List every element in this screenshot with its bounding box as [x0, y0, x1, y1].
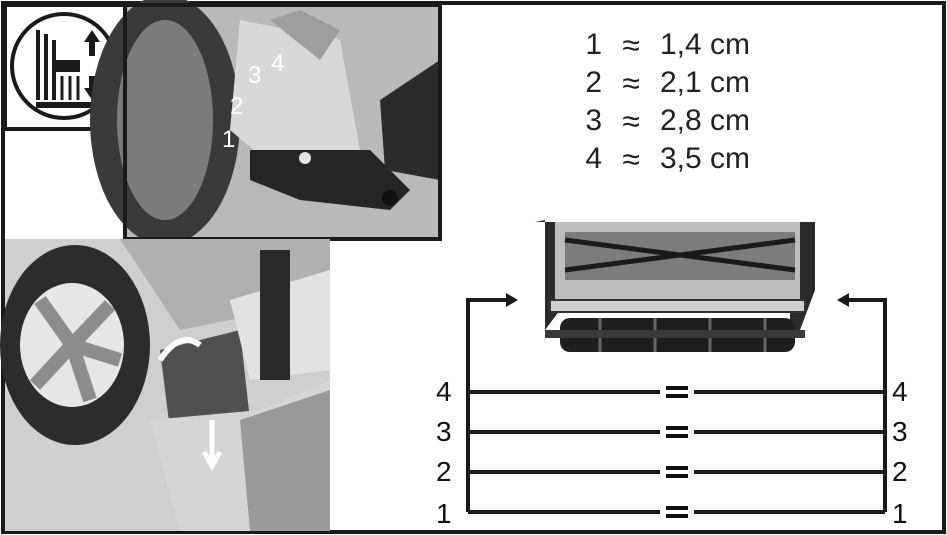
- mower-front-drawing: [535, 220, 815, 352]
- scale-left-label: 3: [436, 416, 452, 447]
- legend-value: 1,4 cm: [660, 28, 751, 61]
- approx-symbol: ≈: [622, 65, 640, 101]
- legend-level: 4: [585, 142, 602, 175]
- legend-value: 3,5 cm: [660, 142, 751, 175]
- scale-right-label: 1: [892, 498, 908, 529]
- scale-left-label: 2: [436, 456, 452, 487]
- right-bracket: [843, 298, 887, 512]
- photo-label-1: 1: [222, 126, 236, 153]
- photo-label-2: 2: [230, 93, 244, 120]
- legend-value: 2,1 cm: [660, 66, 751, 99]
- equals-icon: [666, 386, 688, 398]
- scale-right-label: 2: [892, 456, 908, 487]
- legend-row: 2 ≈ 2,1 cm: [572, 64, 812, 102]
- wheel-closeup-photo: [90, 0, 442, 245]
- left-bracket: [466, 298, 512, 512]
- equals-icon: [666, 426, 688, 438]
- approx-symbol: ≈: [622, 103, 640, 139]
- approx-symbol: ≈: [622, 141, 640, 177]
- legend-value: 2,8 cm: [660, 104, 751, 137]
- legend-row: 4 ≈ 3,5 cm: [572, 140, 812, 178]
- equals-icon: [666, 466, 688, 478]
- scale-left-label: 1: [436, 498, 452, 529]
- scale-right-label: 4: [892, 376, 908, 407]
- right-arrow-icon: [837, 293, 849, 307]
- legend-level: 3: [585, 104, 602, 137]
- legend-row: 1 ≈ 1,4 cm: [572, 26, 812, 64]
- approx-symbol: ≈: [622, 27, 640, 63]
- legend-level: 2: [585, 66, 602, 99]
- equals-icon: [666, 506, 688, 518]
- photo-label-3: 3: [248, 62, 262, 89]
- left-arrow-icon: [506, 293, 518, 307]
- height-legend: 1 ≈ 1,4 cm 2 ≈ 2,1 cm 3 ≈ 2,8 cm 4 ≈ 3,5…: [572, 26, 812, 178]
- scale-right-label: 3: [892, 416, 908, 447]
- scale-left-label: 4: [436, 376, 452, 407]
- adjustment-hand-photo: [0, 239, 330, 531]
- legend-level: 1: [585, 28, 602, 61]
- photo-label-4: 4: [271, 50, 285, 77]
- legend-row: 3 ≈ 2,8 cm: [572, 102, 812, 140]
